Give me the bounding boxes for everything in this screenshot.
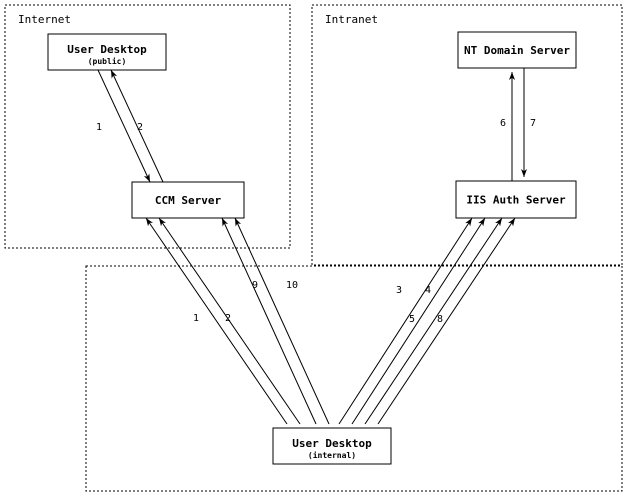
step-label-flow-2-public: 2: [137, 122, 143, 133]
node-nt-domain-server: NT Domain Server: [457, 31, 577, 69]
flow-line-flow-1-public: [97, 69, 151, 183]
step-label-flow-2-internal: 2: [225, 313, 231, 324]
node-title-iis-auth-server: IIS Auth Server: [466, 194, 566, 207]
step-label-flow-1-public: 1: [96, 122, 102, 133]
flow-line-flow-1-internal: [145, 217, 288, 425]
zone-internet: Internet: [4, 4, 291, 249]
node-user-desktop-public: User Desktop(public): [47, 33, 167, 71]
node-title-ccm-server: CCM Server: [155, 194, 222, 207]
flow-line-flow-10: [234, 217, 330, 425]
step-label-flow-10: 10: [286, 280, 298, 291]
flow-line-flow-3: [338, 217, 473, 425]
flow-arrows: [97, 68, 527, 425]
flow-step-labels: 1 2 1 2 9 10 3 4 5 8 6 7: [96, 118, 536, 325]
step-label-flow-8: 8: [437, 314, 443, 325]
step-label-flow-9: 9: [252, 280, 258, 291]
step-label-flow-7: 7: [530, 118, 536, 129]
node-box-ccm-server: [131, 181, 245, 219]
node-subtitle-user-desktop-public: (public): [88, 56, 127, 66]
zone-boundary-internal: [85, 265, 623, 492]
node-box-nt-domain-server: [457, 31, 577, 69]
flow-line-flow-9: [221, 217, 317, 425]
node-user-desktop-internal: User Desktop(internal): [272, 427, 392, 465]
zone-label-internet: Internet: [18, 13, 71, 26]
node-title-nt-domain-server: NT Domain Server: [464, 44, 570, 57]
step-label-flow-3: 3: [396, 285, 402, 296]
node-ccm-server: CCM Server: [131, 181, 245, 219]
flow-line-flow-2-public: [110, 69, 164, 183]
node-title-user-desktop-public: User Desktop: [67, 43, 147, 56]
flow-line-flow-5: [364, 217, 503, 425]
node-box-user-desktop-public: [47, 33, 167, 71]
step-label-flow-6: 6: [500, 118, 506, 129]
step-label-flow-4: 4: [425, 285, 431, 296]
flow-line-flow-2-internal: [158, 217, 301, 425]
flow-line-flow-4: [351, 217, 486, 425]
zone-intranet: Intranet: [311, 4, 623, 266]
zone-label-intranet: Intranet: [325, 13, 378, 26]
step-label-flow-1-internal: 1: [193, 313, 199, 324]
node-subtitle-user-desktop-internal: (internal): [308, 450, 356, 460]
node-title-user-desktop-internal: User Desktop: [292, 437, 372, 450]
zone-internal: [85, 265, 623, 492]
node-box-user-desktop-internal: [272, 427, 392, 465]
zone-boundary-intranet: [311, 4, 623, 266]
flow-line-flow-8: [377, 217, 516, 425]
node-iis-auth-server: IIS Auth Server: [455, 180, 577, 219]
step-label-flow-5: 5: [409, 314, 415, 325]
node-box-iis-auth-server: [455, 180, 577, 219]
zone-boundaries: Internet Intranet: [4, 4, 623, 492]
